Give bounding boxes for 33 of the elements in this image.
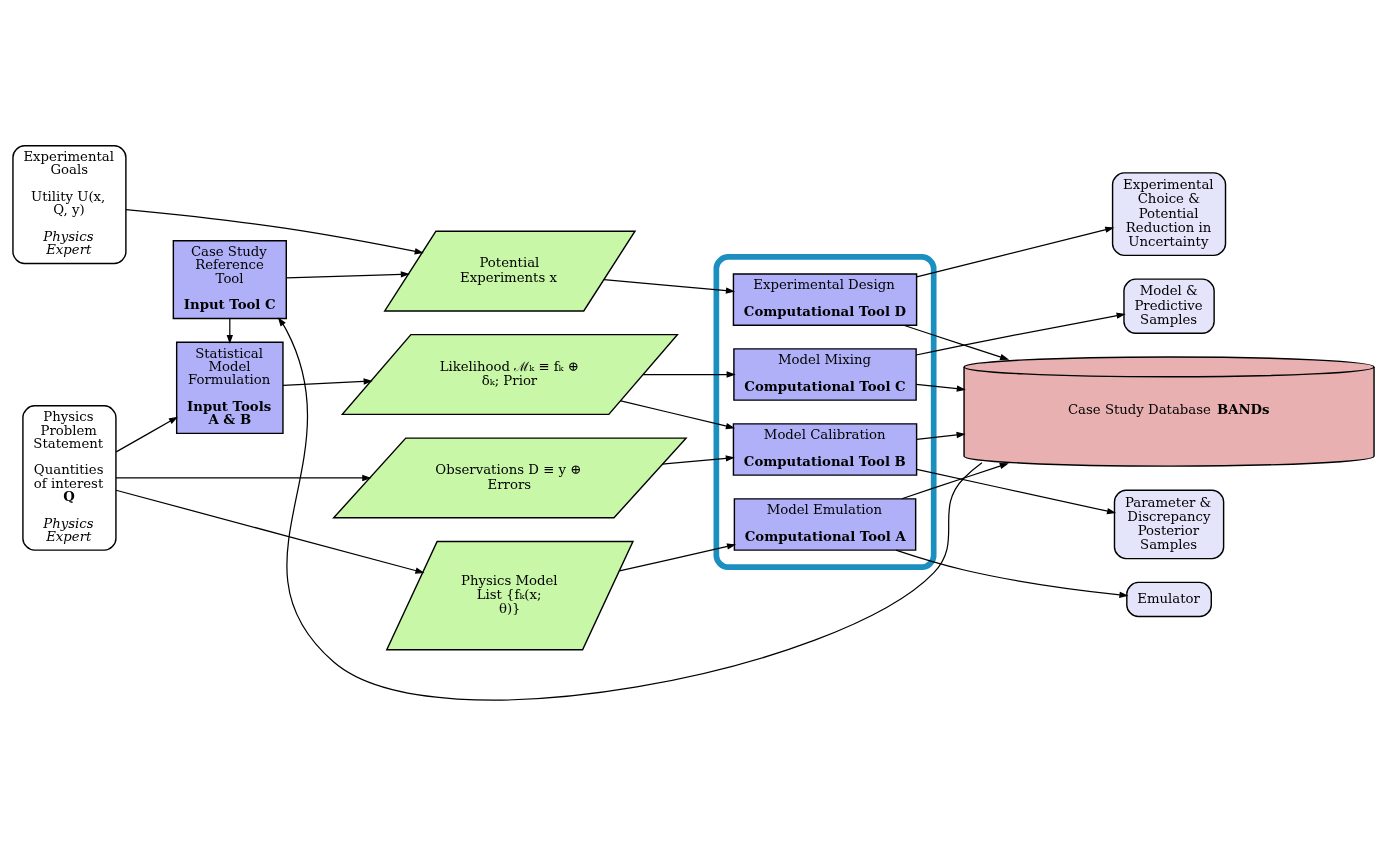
arrow <box>115 474 372 482</box>
cluster <box>713 254 937 571</box>
arrow <box>903 324 1010 361</box>
arrow <box>620 400 736 430</box>
arrow <box>285 271 410 279</box>
arrow <box>916 431 966 441</box>
node-box: Model Calibration Computational Tool B <box>732 423 918 476</box>
arrow <box>901 463 1009 500</box>
arrow <box>125 208 424 255</box>
node-box: Physics Problem Statement Quantities of interest Q Physics Expert <box>22 405 117 551</box>
node-box: Model & Predictive Samples <box>1123 278 1215 334</box>
arrow <box>115 416 179 453</box>
node-box: Experimental Goals Utility U(x, Q, y) Physics Expert <box>12 145 127 265</box>
node-box: Experimental Design Computational Tool D <box>732 273 918 326</box>
arrow <box>915 312 1126 356</box>
node-box: Case Study Reference Tool Input Tool C <box>172 240 287 320</box>
arrow <box>642 371 736 378</box>
arrow <box>895 549 1129 599</box>
arrow <box>618 543 737 572</box>
node-box: Model Emulation Computational Tool A <box>733 498 917 551</box>
arrow <box>916 226 1115 278</box>
arrow <box>662 455 735 465</box>
node-box: Emulator <box>1126 581 1212 618</box>
arrow <box>915 383 966 392</box>
arrow <box>282 378 373 386</box>
arrow <box>916 468 1117 515</box>
arrow <box>603 278 736 294</box>
arrow <box>277 317 983 701</box>
node-box: Experimental Choice & Potential Reduction in Uncertainty <box>1111 172 1227 257</box>
arrow <box>115 489 425 574</box>
node-box: Statistical Model Formulation Input Tools A & B <box>175 341 284 435</box>
node-box: Parameter & Discrepancy Posterior Samples <box>1113 489 1225 560</box>
node-box: Model Mixing Computational Tool C <box>733 348 917 401</box>
